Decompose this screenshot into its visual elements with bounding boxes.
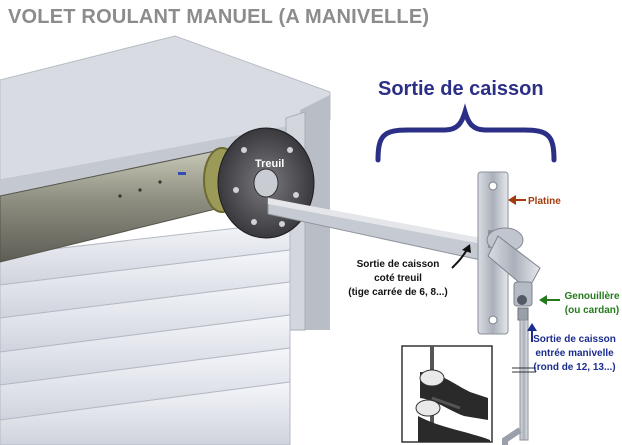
sortie-de-caisson-heading: Sortie de caisson xyxy=(378,78,544,100)
label-cote-line-2: coté treuil xyxy=(374,273,422,284)
arrow-genouillere xyxy=(539,295,560,305)
label-platine: Platine xyxy=(528,196,561,207)
crank-rod xyxy=(502,319,536,445)
arrow-cote-treuil xyxy=(451,244,471,269)
label-genouillere: Genouillère (ou cardan) xyxy=(563,290,621,318)
label-entree-line-2: entrée manivelle xyxy=(535,348,614,359)
brace-bracket xyxy=(375,103,557,163)
treuil-wheel xyxy=(217,127,315,239)
roller-shutter-slats xyxy=(0,221,291,445)
label-genou-line-1: Genouillère xyxy=(564,291,620,302)
label-sortie-entree-manivelle: Sortie de caisson entrée manivelle (rond… xyxy=(527,333,622,375)
arrow-platine xyxy=(508,195,526,205)
page-title: VOLET ROULANT MANUEL (A MANIVELLE) xyxy=(8,6,430,28)
label-treuil: Treuil xyxy=(255,158,285,170)
label-cote-line-1: Sortie de caisson xyxy=(356,259,440,270)
label-entree-line-3: (rond de 12, 13...) xyxy=(533,362,616,373)
label-genou-line-2: (ou cardan) xyxy=(564,305,620,316)
label-entree-line-1: Sortie de caisson xyxy=(533,334,616,345)
label-cote-line-3: (tige carrée de 6, 8...) xyxy=(348,287,448,298)
hand-crank-inset xyxy=(401,345,493,443)
label-sortie-cote-treuil: Sortie de caisson coté treuil (tige carr… xyxy=(348,258,448,300)
cardan-joint xyxy=(486,227,541,321)
arrow-entree-manivelle xyxy=(527,323,537,342)
